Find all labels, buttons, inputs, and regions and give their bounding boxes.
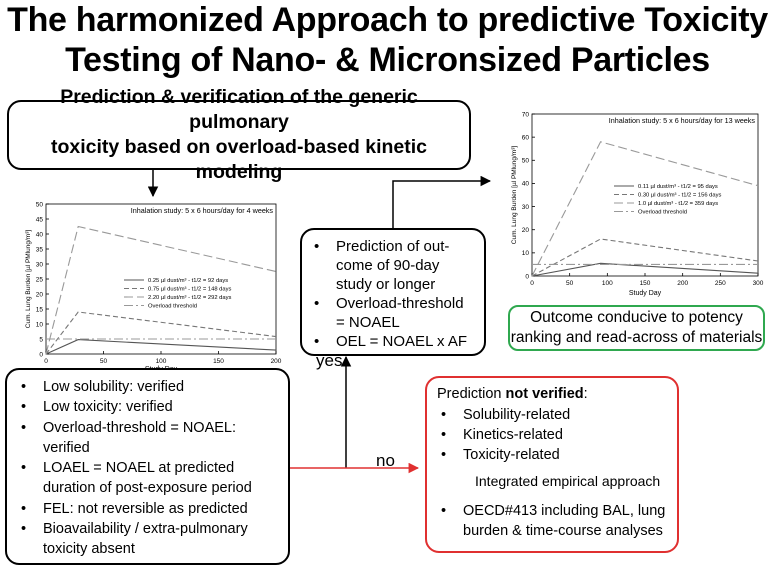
chart-4-weeks: 05010015020005101520253035404550Study Da… xyxy=(25,201,282,373)
outcome-line-2: ranking and read-across of materials xyxy=(510,329,763,346)
y-axis-label: Cum. Lung Burden [µl PMlung/m³] xyxy=(25,230,32,329)
top-box-line-1: Prediction & verification of the generic… xyxy=(60,86,418,133)
verified-item-4: LOAEL = NOAEL at predicted duration of p… xyxy=(17,458,280,499)
series-line-3 xyxy=(531,141,759,277)
not-verified-box: Prediction not verified: Solubility-rela… xyxy=(425,376,679,553)
legend-entry: 1.0 µl dust/m³ - t1/2 = 359 days xyxy=(638,201,718,207)
legend-entry: 0.11 µl dust/m³ - t1/2 = 95 days xyxy=(638,184,718,190)
series-line-3 xyxy=(45,225,277,355)
y-tick-label: 40 xyxy=(36,231,44,238)
x-tick-label: 50 xyxy=(566,280,574,287)
y-tick-label: 50 xyxy=(36,201,44,208)
legend-entry: 0.30 µl dust/m³ - t1/2 = 156 days xyxy=(638,193,722,199)
x-tick-label: 100 xyxy=(602,280,613,287)
title-line-2: Testing of Nano- & Micronsized Particles xyxy=(65,41,710,79)
legend-entry: 2.20 µl dust/m³ - t1/2 = 292 days xyxy=(148,295,232,301)
y-tick-label: 20 xyxy=(522,227,530,234)
legend-entry: Overload threshold xyxy=(148,304,197,310)
series-line-1 xyxy=(531,262,759,277)
y-tick-label: 60 xyxy=(522,134,530,141)
chart-title: Inhalation study: 5 x 6 hours/day for 13… xyxy=(609,116,756,125)
integrated-approach-label: Integrated empirical approach xyxy=(475,473,661,489)
outcome-box: Outcome conducive to potency ranking and… xyxy=(508,305,765,351)
no-label: no xyxy=(376,451,395,470)
series-line-2 xyxy=(45,311,277,355)
y-tick-label: 40 xyxy=(522,181,530,188)
x-tick-label: 50 xyxy=(100,358,108,365)
y-tick-label: 25 xyxy=(36,276,44,283)
y-tick-label: 15 xyxy=(36,306,44,313)
middle-item-3: OEL = NOAEL x AF xyxy=(310,332,476,351)
series-line-1 xyxy=(45,339,277,355)
verified-item-5: FEL: not reversible as predicted xyxy=(17,499,280,520)
y-tick-label: 20 xyxy=(36,291,44,298)
yes-label: yes xyxy=(316,351,343,370)
top-prediction-box: Prediction & verification of the generic… xyxy=(7,86,471,183)
x-tick-label: 200 xyxy=(677,280,688,287)
y-tick-label: 35 xyxy=(36,246,44,253)
middle-item-2: Overload-threshold = NOAEL xyxy=(310,294,476,332)
not-verified-item-2: Kinetics-related xyxy=(437,425,669,445)
x-tick-label: 100 xyxy=(156,358,167,365)
top-box-line-2: toxicity based on overload-based kinetic… xyxy=(50,136,428,183)
x-tick-label: 0 xyxy=(44,358,48,365)
verified-item-6: Bioavailability / extra-pulmonary toxici… xyxy=(17,519,280,560)
x-tick-label: 0 xyxy=(530,280,534,287)
not-verified-item-3: Toxicity-related xyxy=(437,445,669,465)
y-tick-label: 0 xyxy=(39,351,43,358)
middle-prediction-box: Prediction of out-come of 90-day study o… xyxy=(300,228,486,356)
verified-item-1: Low solubility: verified xyxy=(17,377,280,398)
y-tick-label: 45 xyxy=(36,216,44,223)
x-tick-label: 150 xyxy=(640,280,651,287)
verified-item-3: Overload-threshold = NOAEL: verified xyxy=(17,418,280,459)
legend-entry: 0.75 µl dust/m³ - t1/2 = 148 days xyxy=(148,287,232,293)
not-verified-final-item: OECD#413 including BAL, lung burden & ti… xyxy=(437,501,669,541)
y-tick-label: 0 xyxy=(525,273,529,280)
legend-entry: Overload threshold xyxy=(638,210,687,216)
x-tick-label: 150 xyxy=(213,358,224,365)
not-verified-bold: not verified xyxy=(505,386,584,402)
title-line-1: The harmonized Approach to predictive To… xyxy=(7,1,768,39)
outcome-line-1: Outcome conducive to potency xyxy=(530,309,743,326)
y-tick-label: 50 xyxy=(522,158,530,165)
y-tick-label: 10 xyxy=(522,250,530,257)
series-line-2 xyxy=(531,238,759,277)
y-tick-label: 70 xyxy=(522,111,530,118)
y-tick-label: 5 xyxy=(39,336,43,343)
legend-entry: 0.25 µl dust/m³ - t1/2 = 92 days xyxy=(148,278,228,284)
x-tick-label: 300 xyxy=(753,280,764,287)
x-tick-label: 250 xyxy=(715,280,726,287)
verified-item-2: Low toxicity: verified xyxy=(17,397,280,418)
y-axis-label: Cum. Lung Burden [µl PMlung/m³] xyxy=(511,146,518,245)
y-tick-label: 30 xyxy=(36,261,44,268)
not-verified-item-1: Solubility-related xyxy=(437,405,669,425)
verified-box: Low solubility: verified Low toxicity: v… xyxy=(5,368,290,565)
x-tick-label: 200 xyxy=(271,358,282,365)
chart-title: Inhalation study: 5 x 6 hours/day for 4 … xyxy=(131,206,274,215)
arrow-middle-to-right-chart xyxy=(392,175,492,228)
x-axis-label: Study Day xyxy=(629,290,662,297)
not-verified-heading: Prediction not verified: xyxy=(437,386,588,402)
y-tick-label: 30 xyxy=(522,204,530,211)
y-tick-label: 10 xyxy=(36,321,44,328)
middle-item-1: Prediction of out-come of 90-day study o… xyxy=(310,237,476,294)
